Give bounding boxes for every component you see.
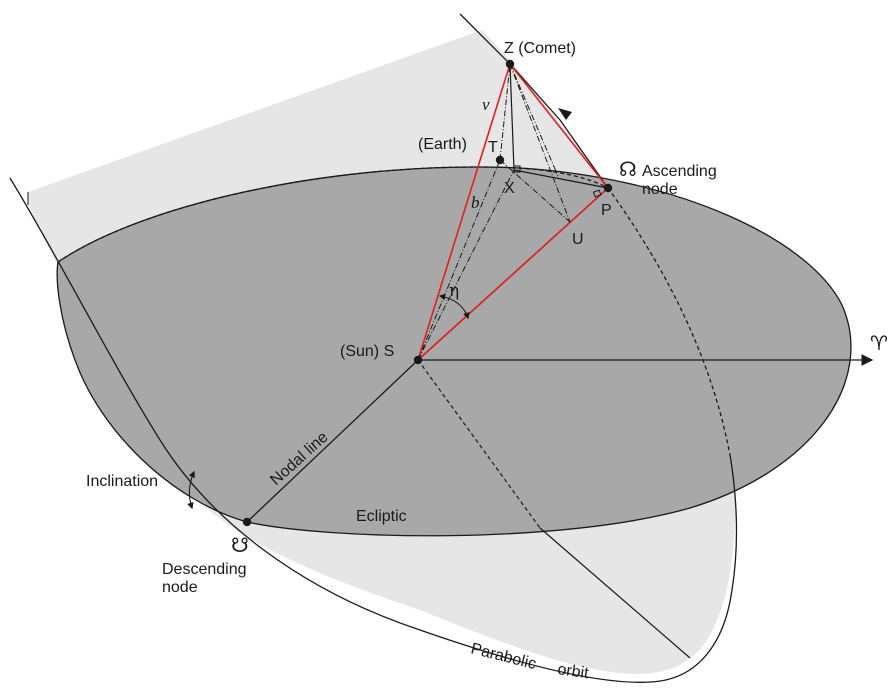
comet-perihelion-line xyxy=(509,63,609,189)
x-perihelion-line xyxy=(513,169,609,189)
right-angle-x xyxy=(513,165,521,173)
vernal-equinox-icon: ♈ xyxy=(870,331,888,355)
parabolic-orbit-label-2: orbit xyxy=(556,661,590,682)
ascending-node-icon: ☊ xyxy=(619,157,637,181)
ecliptic-plane xyxy=(56,166,852,537)
earth-point xyxy=(495,155,505,165)
p-point-label: P xyxy=(601,202,612,219)
ascending-node-label-1: Ascending xyxy=(642,163,717,180)
descending-node-point xyxy=(242,517,252,527)
inclination-label: Inclination xyxy=(86,473,158,490)
comet-label: Z (Comet) xyxy=(504,40,576,57)
ascending-node-label-2: node xyxy=(642,181,678,198)
sun-x-line xyxy=(417,169,515,361)
nodal-line-front xyxy=(246,359,419,523)
eta-angle-arc xyxy=(438,293,470,320)
comet-orbit-line xyxy=(509,63,559,177)
ecliptic-back-arc xyxy=(57,166,609,263)
descending-node-label-2: node xyxy=(162,579,198,596)
sun-label: (Sun) S xyxy=(340,343,394,360)
parabola-left-branch xyxy=(9,177,738,683)
parabola-right-branch xyxy=(459,13,609,189)
parabola-hidden-part xyxy=(607,187,731,456)
sun-perihelion-line xyxy=(417,187,609,361)
orbit-motion-arrow xyxy=(558,108,572,120)
inclination-angle-arc xyxy=(187,470,195,510)
earth-u-line xyxy=(499,159,571,223)
b-label: b xyxy=(471,193,480,212)
sun-earth-line xyxy=(417,159,501,361)
u-point-label: U xyxy=(572,231,584,248)
x-point-label: X xyxy=(504,180,515,197)
earth-paren-label: (Earth) xyxy=(418,136,467,153)
descending-node-label-1: Descending xyxy=(162,561,247,578)
ascending-node-point xyxy=(603,183,613,193)
axis-solid xyxy=(539,527,691,659)
eta-label: η xyxy=(449,281,459,301)
descending-node-icon: ☋ xyxy=(231,533,249,557)
earth-comet-line xyxy=(499,63,511,161)
comet-u-line xyxy=(509,63,571,223)
comet-point xyxy=(505,59,515,69)
nu-label: ν xyxy=(482,95,490,114)
sun-comet-line xyxy=(417,63,511,361)
sun-point xyxy=(413,355,423,365)
earth-letter-label: T xyxy=(488,139,498,156)
ecliptic-label: Ecliptic xyxy=(356,508,407,525)
comet-x-line xyxy=(509,63,515,171)
right-angle-p xyxy=(592,189,602,198)
